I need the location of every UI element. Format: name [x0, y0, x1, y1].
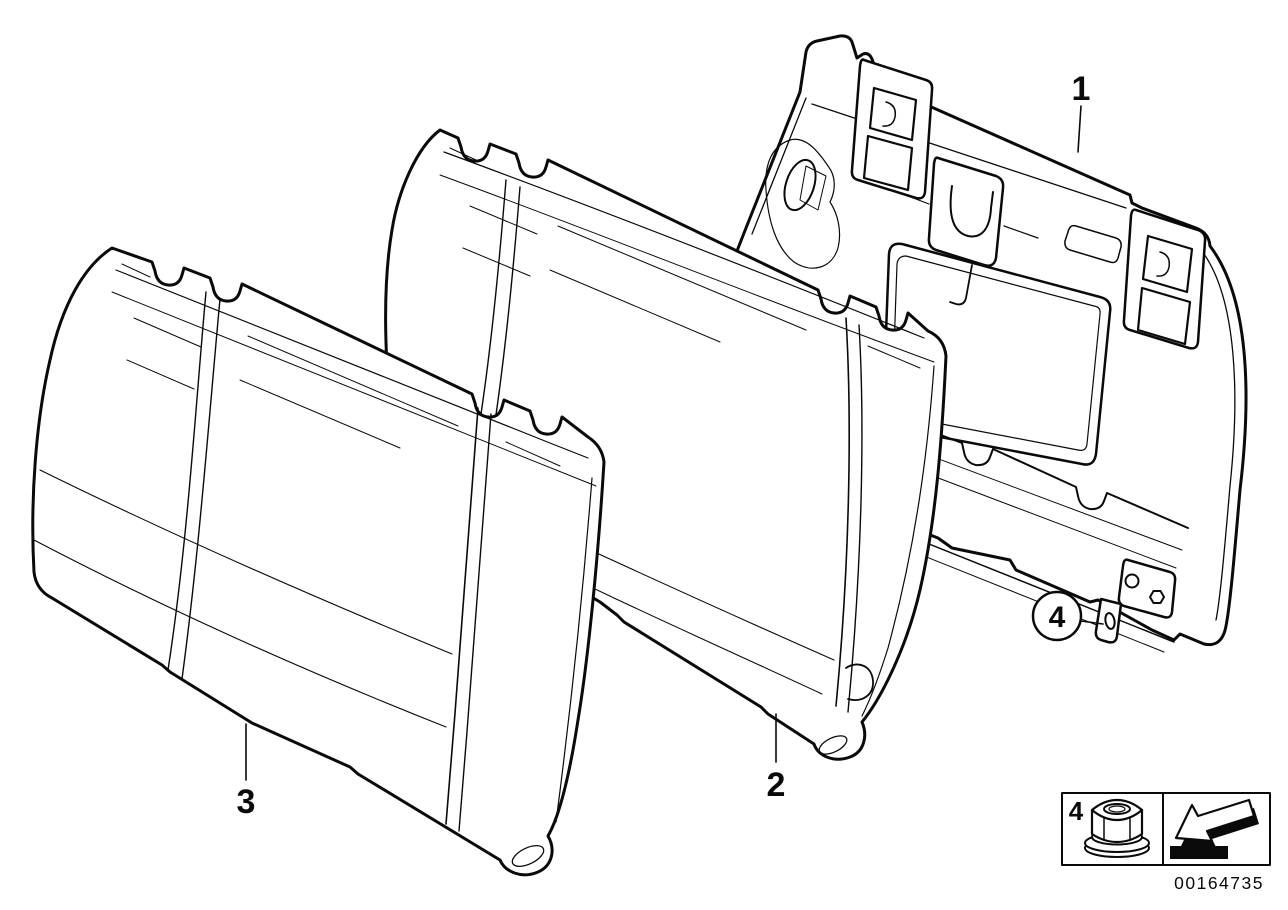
part-4-mounting-bracket[interactable] [1094, 558, 1177, 644]
callout-4-circle[interactable] [1031, 590, 1083, 642]
flange-nut-icon [1084, 798, 1150, 858]
seat-3-corner-line [121, 263, 151, 278]
legend-box: 4 [1061, 792, 1271, 866]
frame-strap-tick-left [907, 195, 930, 205]
frame-hatch-opening-inner [891, 255, 1101, 451]
frame-crossmember-notched-edge [873, 409, 1189, 529]
legend-item-number: 4 [1069, 796, 1084, 826]
seat-2-top-band-seam-2 [439, 174, 935, 363]
frame-center-bracket-pocket [949, 185, 994, 238]
seat-2-quilt-3 [557, 225, 807, 331]
seat-2-foot-cap [818, 735, 848, 755]
callout-3[interactable]: 3 [237, 723, 256, 821]
callout-1-leader [1077, 105, 1082, 153]
callout-4[interactable]: 4 [1031, 590, 1104, 642]
seat-3-right-seam-b [458, 413, 492, 832]
seat-3-quilt-4 [239, 379, 401, 449]
frame-latch-right-striker [1156, 251, 1171, 277]
seat-3-quilt-2 [126, 359, 195, 390]
frame-crossmember-line-3 [895, 461, 1177, 569]
installation-direction-arrow-icon [1170, 798, 1259, 859]
seat-3-outline [31, 246, 606, 877]
seat-2-quilt-2 [462, 247, 531, 277]
bracket-tab [1094, 597, 1123, 644]
seat-2-right-seam-a [835, 317, 850, 707]
frame-latch-plate-right-hole-lower [1136, 286, 1192, 346]
frame-latch-plate-left-hole-upper [868, 86, 918, 142]
seat-3-mid-seam-a [39, 469, 453, 655]
seat-3-quilt-3 [247, 335, 459, 427]
callout-3-label[interactable]: 3 [237, 783, 256, 821]
frame-center-hinge-bracket [927, 156, 1005, 267]
seat-2-quilt-5 [867, 345, 921, 369]
part-number: 00164735 [1174, 873, 1264, 893]
callout-1-label[interactable]: 1 [1072, 70, 1091, 108]
frame-oblong-slot [1064, 224, 1122, 264]
seat-3-side-contour [555, 477, 593, 823]
seat-3-foot-cap [511, 844, 545, 868]
seat-3-top-band-seam [115, 269, 589, 459]
part-3-backrest-upholstery-left[interactable] [31, 246, 606, 877]
seat-3-right-seam-a [445, 407, 479, 825]
callout-4-leader [1080, 620, 1104, 625]
seat-2-quilt-1 [469, 205, 538, 235]
callout-1[interactable]: 1 [1072, 70, 1091, 153]
bracket-tab-slot [1104, 612, 1116, 630]
frame-pocket-oval-hole [783, 158, 817, 212]
seat-2-side-contour [861, 365, 935, 717]
frame-latch-plate-left-hole-lower [862, 134, 914, 192]
bracket-hex-hole [1149, 590, 1165, 604]
frame-left-inner-line [751, 97, 807, 235]
callout-4-label[interactable]: 4 [1049, 601, 1066, 634]
legend-cell-fastener[interactable]: 4 [1069, 796, 1150, 858]
frame-molded-pocket [765, 138, 841, 269]
frame-pocket-inner-shape [799, 165, 827, 211]
frame-hatch-opening [881, 242, 1112, 466]
frame-latch-left-striker [882, 101, 897, 127]
legend-cell-direction[interactable] [1170, 798, 1259, 859]
frame-strap-tick-right [1003, 225, 1039, 239]
seat-2-top-band-seam [443, 151, 925, 339]
seat-2-quilt-4 [549, 269, 721, 343]
seat-2-right-seam-b [847, 324, 863, 713]
seat-3-left-seam-a [167, 291, 207, 671]
frame-center-bracket-tongue [949, 264, 973, 306]
seat-3-quilt-5 [505, 441, 561, 467]
seat-2-pivot-bump [845, 663, 874, 701]
callout-2[interactable]: 2 [767, 713, 786, 804]
callout-2-label[interactable]: 2 [767, 766, 786, 804]
seat-3-top-band-seam-2 [111, 291, 597, 487]
seat-3-left-seam-b [181, 298, 221, 680]
seat-3-quilt-1 [133, 317, 202, 348]
frame-latch-plate-right-hole-upper [1141, 234, 1194, 294]
bracket-round-hole [1124, 573, 1140, 589]
frame-right-inner-line [1203, 253, 1236, 621]
seat-3-mid-seam-b [33, 539, 447, 728]
seat-2-corner-line [449, 147, 477, 161]
